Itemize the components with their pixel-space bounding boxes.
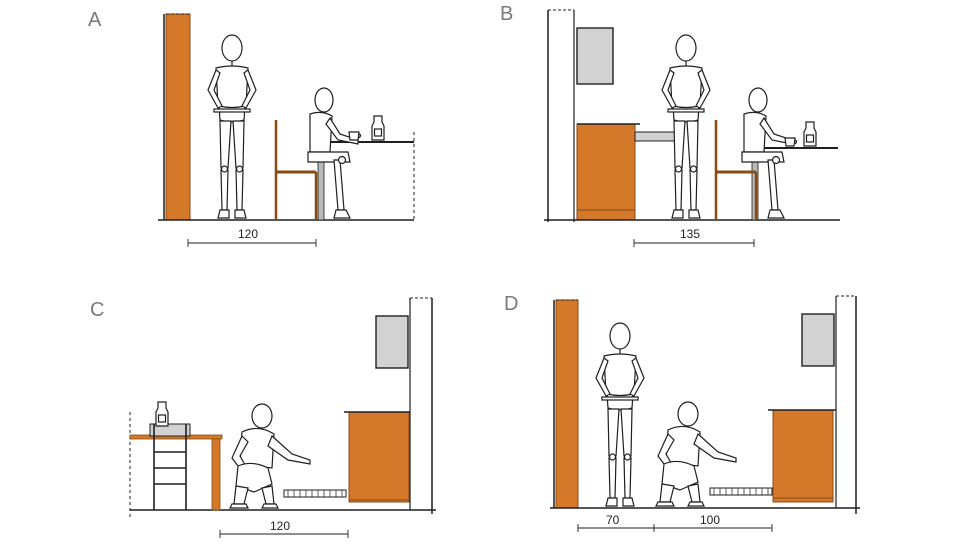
bottle: [371, 115, 385, 141]
panel-letter-b: B: [500, 3, 513, 25]
wall-cabinet: [576, 27, 614, 85]
kickplate-radiator: [283, 489, 347, 498]
panel-d: D 70 100: [504, 293, 860, 532]
panel-a: A 120: [88, 9, 415, 247]
bottle: [155, 401, 169, 427]
dimension-label-right: 100: [700, 513, 720, 527]
base-cabinet: [772, 409, 834, 503]
kickplate-radiator: [709, 487, 773, 496]
seated-person: [741, 87, 793, 219]
dimension-label: 135: [680, 227, 700, 241]
panel-b: B 135: [500, 3, 840, 247]
standing-person: [595, 322, 645, 507]
dimension-line: [577, 524, 773, 532]
panel-letter-a: A: [88, 9, 102, 31]
base-cabinet: [576, 123, 636, 221]
cup: [784, 137, 798, 147]
cup: [348, 131, 362, 141]
dimension-line: [187, 239, 317, 247]
tall-cabinet: [165, 13, 191, 221]
chair: [149, 423, 191, 510]
tall-cabinet: [555, 299, 579, 509]
wall-cabinet: [801, 313, 835, 367]
dining-table: [129, 412, 223, 520]
dining-table: [317, 132, 415, 221]
panel-c: C: [90, 297, 436, 538]
dimension-label: 120: [238, 227, 258, 241]
dimension-line: [633, 239, 755, 247]
base-cabinet: [348, 411, 410, 503]
dimension-label: 120: [270, 519, 290, 533]
panel-letter-d: D: [504, 293, 518, 315]
standing-person: [661, 34, 711, 219]
panel-letter-c: C: [90, 299, 104, 321]
dimension-label-left: 70: [606, 513, 620, 527]
wall-cabinet: [375, 315, 409, 369]
bottle: [803, 121, 817, 147]
dimension-line: [219, 530, 349, 538]
standing-person: [207, 34, 257, 219]
